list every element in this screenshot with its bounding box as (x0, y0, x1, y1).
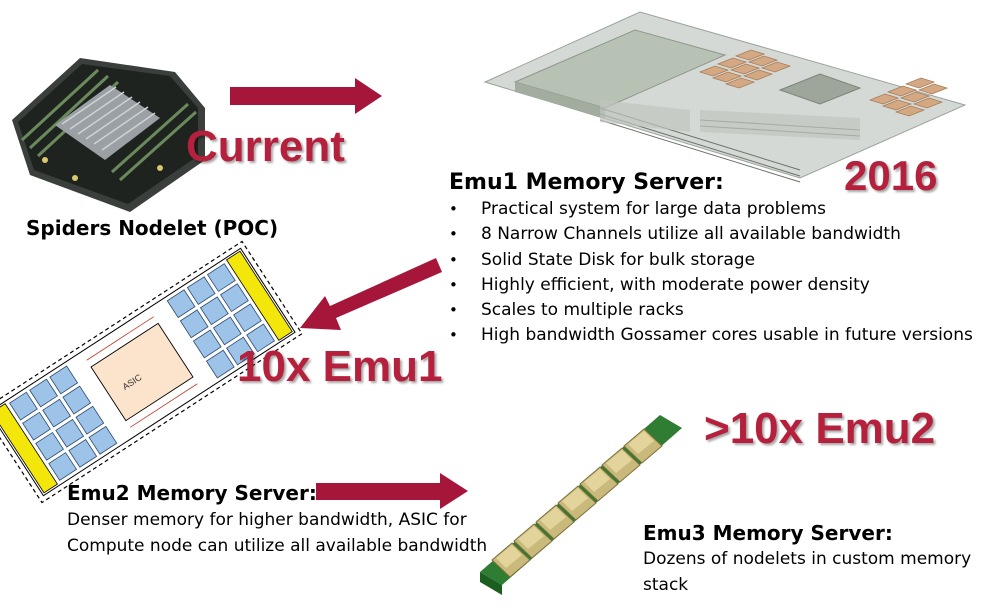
emu2-description-line-2: Compute node can utilize all available b… (67, 535, 488, 556)
bullet-icon: • (449, 326, 458, 345)
asic-label: ASIC (120, 372, 143, 392)
emu2-description-line-1: Denser memory for higher bandwidth, ASIC… (67, 510, 467, 530)
emu3-heading: Emu3 Memory Server: (643, 521, 893, 545)
bullet-icon: • (449, 250, 458, 269)
list-item: •Scales to multiple racks (449, 298, 973, 323)
current-label: Current (186, 122, 345, 171)
bullet-icon: • (449, 225, 458, 244)
spiders-nodelet-caption: Spiders Nodelet (POC) (26, 216, 279, 240)
emu1-bullet-list: •Practical system for large data problem… (449, 197, 973, 349)
emu3-description: Dozens of nodelets in custom memory stac… (643, 547, 971, 598)
emu2-description: Denser memory for higher bandwidth, ASIC… (67, 508, 487, 559)
list-item: •Solid State Disk for bulk storage (449, 248, 973, 273)
emu1-heading: Emu1 Memory Server: (449, 170, 724, 195)
bullet-icon: • (449, 200, 458, 218)
list-item: •High bandwidth Gossamer cores usable in… (449, 323, 973, 348)
year-2016-label: 2016 (844, 152, 938, 199)
emu2-heading: Emu2 Memory Server: (67, 481, 317, 505)
ten-x-emu1-label: 10x Emu1 (237, 342, 443, 391)
bullet-icon: • (449, 275, 458, 294)
list-item: •8 Narrow Channels utilize all available… (449, 222, 973, 247)
list-item: •Practical system for large data problem… (449, 197, 973, 222)
emu3-description-line-1: Dozens of nodelets in custom memory (643, 549, 972, 569)
gt-ten-x-emu2-label: >10x Emu2 (704, 404, 936, 453)
list-item: •Highly efficient, with moderate power d… (449, 273, 973, 298)
bullet-icon: • (449, 301, 458, 320)
emu3-description-line-2: stack (643, 574, 689, 595)
